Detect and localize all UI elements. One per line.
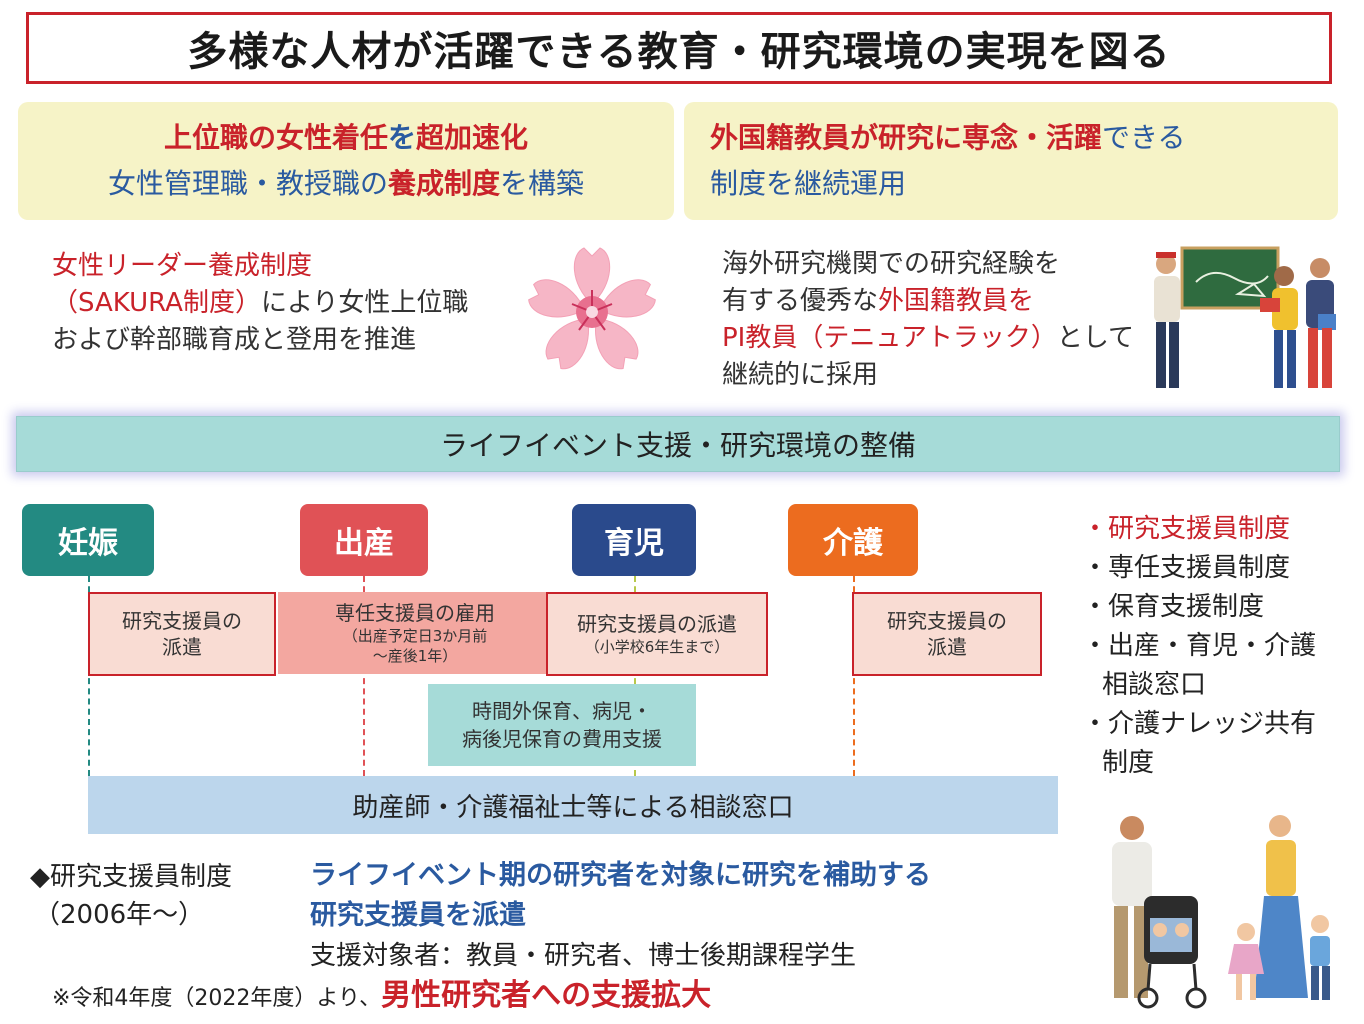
- support-programs-list: ・研究支援員制度 ・専任支援員制度 ・保育支援制度 ・出産・育児・介護 相談窓口…: [1082, 510, 1316, 783]
- consultation-bar: 助産師・介護福祉士等による相談窓口: [88, 776, 1058, 834]
- right-panel: 外国籍教員が研究に専念・活躍できる 制度を継続運用: [684, 102, 1338, 220]
- left-panel: 上位職の女性着任を超加速化 女性管理職・教授職の養成制度を構築: [18, 102, 674, 220]
- stage-nursing-care: 介護: [788, 504, 918, 576]
- researchers-illustration: [1154, 246, 1336, 388]
- box-support-staff-childcare: 研究支援員の派遣 （小学校6年生まで）: [546, 592, 768, 676]
- list-item: ・研究支援員制度: [1082, 514, 1291, 544]
- stage-childcare: 育児: [572, 504, 696, 576]
- timeline-line-nursing: [853, 576, 855, 776]
- page-title: 多様な人材が活躍できる教育・研究環境の実現を図る: [187, 29, 1171, 75]
- list-item: ・専任支援員制度: [1082, 553, 1291, 583]
- program-description: ライフイベント期の研究者を対象に研究を補助する 研究支援員を派遣 支援対象者：教…: [310, 860, 931, 971]
- timeline-line-childbirth: [363, 576, 365, 776]
- timeline-line-childcare: [634, 576, 636, 776]
- stage-childbirth: 出産: [300, 504, 428, 576]
- left-panel-line1: 上位職の女性着任を超加速化: [163, 121, 529, 154]
- list-item: ・出産・育児・介護: [1082, 631, 1317, 661]
- page-title-box: 多様な人材が活躍できる教育・研究環境の実現を図る: [26, 12, 1332, 84]
- box-support-staff-pregnancy: 研究支援員の 派遣: [88, 592, 276, 676]
- cherry-blossom-icon: [528, 247, 656, 370]
- mother-icon: [1254, 815, 1308, 998]
- box-dedicated-staff: 専任支援員の雇用 （出産予定日3か月前 〜産後1年）: [278, 592, 552, 674]
- program-note: ※令和4年度（2022年度）より、男性研究者への支援拡大: [52, 978, 712, 1013]
- life-event-band: ライフイベント支援・研究環境の整備: [16, 416, 1340, 472]
- girl-icon: [1228, 923, 1264, 1000]
- left-description: 女性リーダー養成制度 （SAKURA制度）により女性上位職 および幹部職育成と登…: [52, 251, 469, 355]
- list-item: ・介護ナレッジ共有: [1082, 709, 1317, 739]
- timeline-line-pregnancy: [88, 576, 90, 776]
- person-right-icon: [1306, 258, 1336, 388]
- father-icon: [1112, 816, 1152, 998]
- family-illustration: [1112, 815, 1330, 1009]
- list-item-cont: 制度: [1102, 748, 1155, 778]
- program-heading: ◆研究支援員制度 （2006年〜）: [30, 862, 232, 930]
- right-panel-line1: 外国籍教員が研究に専念・活躍できる: [710, 121, 1186, 154]
- left-panel-line2: 女性管理職・教授職の養成制度を構築: [107, 167, 585, 200]
- box-childcare-cost-support: 時間外保育、病児・ 病後児保育の費用支援: [428, 684, 696, 766]
- right-description: 海外研究機関での研究経験を 有する優秀な外国籍教員を PI教員（テニュアトラック…: [722, 249, 1135, 390]
- person-left-icon: [1154, 252, 1180, 388]
- right-panel-line2: 制度を継続運用: [710, 167, 907, 200]
- boy-icon: [1310, 915, 1330, 1000]
- stroller-icon: [1137, 896, 1207, 1009]
- stage-pregnancy: 妊娠: [22, 504, 154, 576]
- list-item-cont: 相談窓口: [1102, 670, 1207, 700]
- box-support-staff-nursing: 研究支援員の 派遣: [852, 592, 1042, 676]
- person-middle-icon: [1260, 266, 1298, 388]
- list-item: ・保育支援制度: [1082, 592, 1265, 622]
